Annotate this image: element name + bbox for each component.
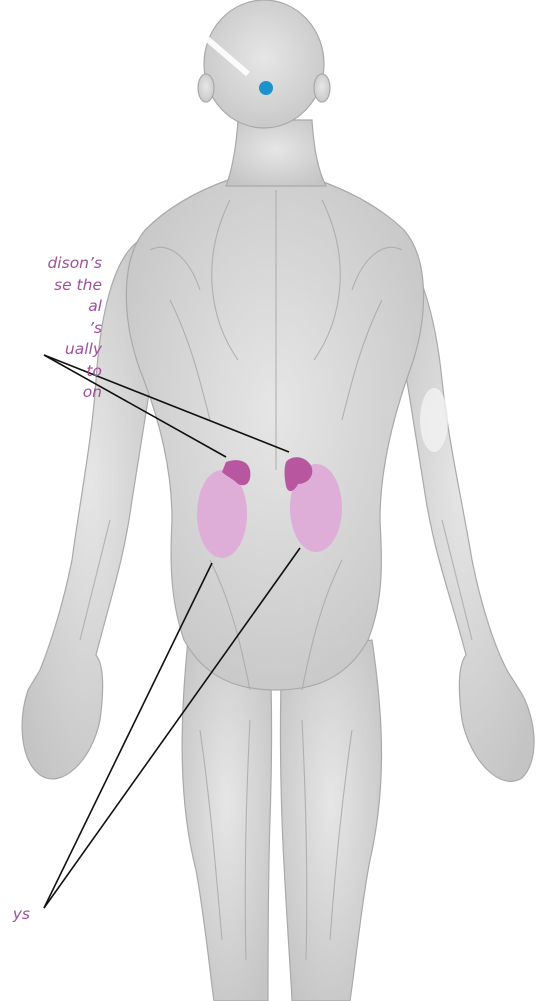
torso	[126, 180, 423, 690]
head	[204, 0, 324, 128]
left-ear	[198, 74, 214, 102]
kidney-callout-text: ys	[0, 904, 30, 930]
right-leg	[281, 640, 382, 1001]
elbow-highlight	[420, 388, 448, 452]
right-ear	[314, 74, 330, 102]
neck	[226, 120, 326, 186]
marker-dot	[259, 81, 273, 95]
adrenal-callout-text: dison’s se the al ’s ually to on	[0, 253, 102, 513]
